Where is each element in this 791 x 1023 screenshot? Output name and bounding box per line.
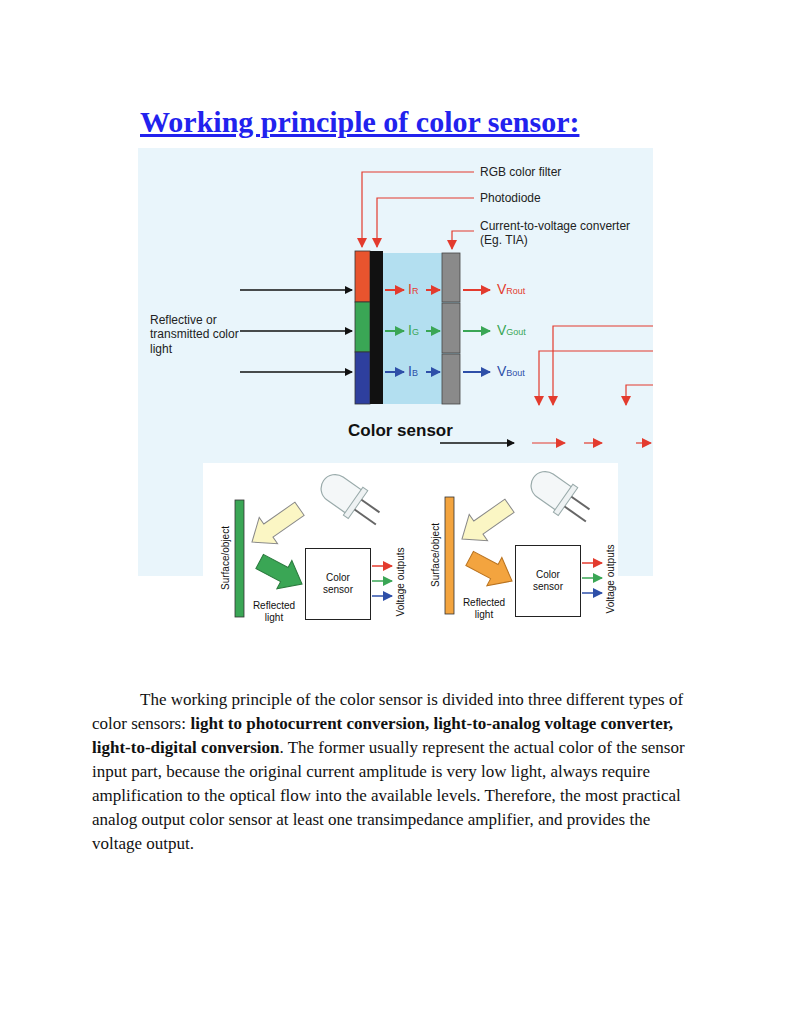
svg-line	[240, 289, 352, 290]
svg-line	[385, 371, 404, 373]
svg-line	[582, 562, 602, 564]
outputs-label: Voltage outputs	[605, 545, 617, 614]
svg-g	[314, 467, 389, 534]
part-label: Current-to-voltage converter (Eg. TIA)	[480, 219, 655, 248]
svg-polyline	[539, 351, 653, 405]
svg-line	[571, 497, 589, 510]
tia	[442, 354, 460, 404]
signal-name: VRout	[497, 281, 525, 298]
svg-line	[463, 289, 490, 291]
photodiode	[370, 251, 383, 404]
outputs-label: Voltage outputs	[395, 548, 407, 617]
svg-rect	[445, 497, 454, 614]
svg-path	[243, 496, 309, 555]
svg-rect	[553, 484, 577, 515]
sensor-body	[383, 253, 460, 404]
svg-rect	[235, 500, 244, 617]
leader-lines	[362, 172, 653, 443]
signal-name: VBout	[497, 363, 525, 380]
svg-line	[584, 442, 602, 443]
svg-polyline	[377, 198, 474, 247]
svg-polyline	[626, 385, 653, 405]
svg-line	[463, 371, 490, 373]
svg-path	[252, 547, 309, 598]
blue-filter	[355, 352, 370, 404]
sensor-box: Color sensor	[515, 545, 581, 617]
box-text: Color sensor	[310, 572, 366, 596]
input-label: Reflective or transmitted color light	[150, 313, 245, 356]
svg-line	[372, 580, 392, 582]
tia	[442, 303, 460, 353]
sensor-label: Color sensor	[348, 421, 453, 441]
signal-name: IB	[408, 363, 418, 380]
svg-line	[385, 330, 404, 332]
box-text: Color sensor	[520, 569, 576, 593]
svg-line	[426, 330, 440, 332]
light-arrows	[240, 290, 352, 372]
svg-line	[426, 371, 440, 373]
part-label: RGB color filter	[480, 165, 561, 179]
body-paragraph: The working principle of the color senso…	[92, 688, 704, 856]
red-filter	[355, 251, 370, 302]
svg-line	[426, 289, 440, 291]
svg-line	[582, 577, 602, 579]
svg-polyline	[452, 231, 474, 249]
svg-line	[240, 330, 352, 331]
svg-polyline	[362, 172, 474, 247]
svg-line	[582, 592, 602, 594]
svg-polyline	[553, 326, 653, 405]
sensor-box: Color sensor	[305, 548, 371, 620]
svg-line	[463, 330, 490, 332]
surface-label: Surface/object	[220, 526, 232, 590]
svg-line	[532, 442, 565, 443]
svg-line	[385, 289, 404, 291]
svg-line	[372, 565, 392, 567]
svg-line	[440, 442, 514, 443]
svg-path	[453, 493, 519, 552]
illustration-background	[203, 463, 618, 635]
svg-line	[355, 510, 376, 525]
reflected-label: Reflected light	[248, 600, 300, 624]
page-title: Working principle of color sensor:	[140, 104, 579, 140]
signal-name: IR	[408, 281, 418, 298]
svg-path	[462, 544, 519, 595]
tia	[442, 253, 460, 302]
svg-line	[361, 500, 379, 513]
svg-line	[240, 371, 352, 372]
svg-rect	[343, 487, 367, 518]
reflected-label: Reflected light	[458, 597, 510, 621]
svg-g	[524, 464, 599, 531]
svg-line	[565, 507, 586, 522]
green-filter	[355, 302, 370, 352]
signal-name: IG	[408, 322, 419, 339]
surface-label: Surface/object	[430, 523, 442, 587]
svg-line	[636, 442, 651, 443]
svg-line	[372, 595, 392, 597]
signal-name: VGout	[497, 322, 526, 339]
part-label: Photodiode	[480, 191, 541, 205]
